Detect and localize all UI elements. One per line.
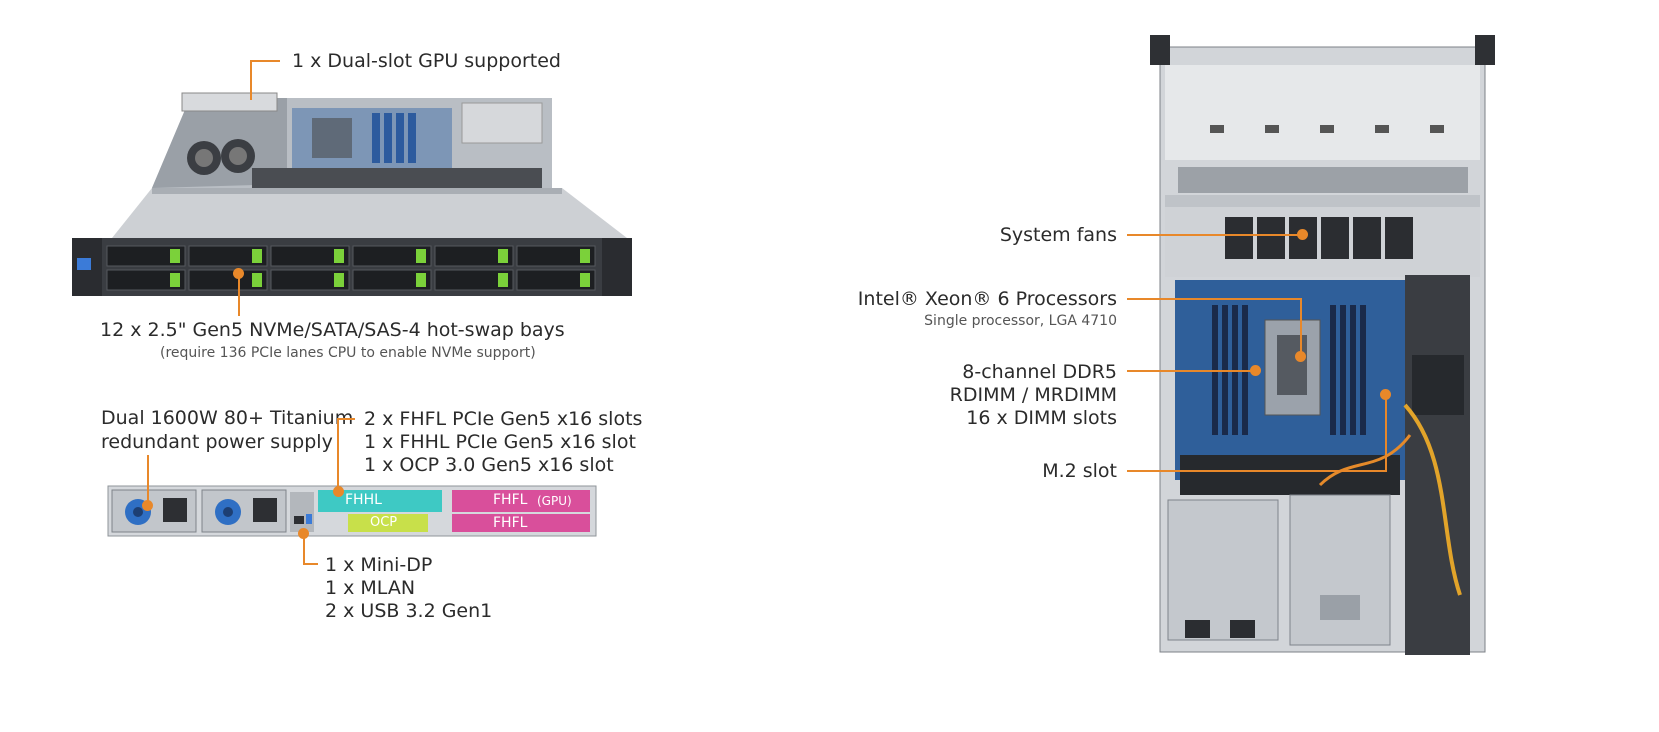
top-chassis-illustration [1150,35,1495,655]
ddr-dot [1250,365,1261,376]
io-label-line1: 1 x Mini-DP [325,554,433,576]
io-label-line2: 1 x MLAN [325,577,416,599]
drive-bays [106,245,596,291]
slots-dot [333,486,344,497]
cpu-note: Single processor, LGA 4710 [924,313,1117,329]
ddr-label-line1: 8-channel DDR5 [962,361,1117,383]
fans-leader [1127,234,1301,236]
m2-dot [1380,389,1391,400]
slots-leader-v [337,418,339,490]
cpu-label: Intel® Xeon® 6 Processors [857,288,1117,310]
slot-fhfl-tag: FHFL [493,515,528,531]
ddr-label-line3: 16 x DIMM slots [966,407,1117,429]
m2-leader-h [1127,470,1387,472]
gpu-leader-h [250,60,280,62]
bays-note: (require 136 PCIe lanes CPU to enable NV… [160,345,536,361]
cpu-leader-v [1300,298,1302,354]
slots-label-line1: 2 x FHFL PCIe Gen5 x16 slots [364,408,643,430]
slots-label-line2: 1 x FHHL PCIe Gen5 x16 slot [364,431,636,453]
fans-label: System fans [999,224,1117,246]
slots-label-line3: 1 x OCP 3.0 Gen5 x16 slot [364,454,614,476]
bays-leader [238,272,240,316]
psu-label-line1: Dual 1600W 80+ Titanium [101,407,354,429]
psu-leader [147,455,149,505]
gpu-label: 1 x Dual-slot GPU supported [292,50,561,72]
slot-gpu-tag: (GPU) [537,494,572,508]
cpu-dot [1295,351,1306,362]
ddr-leader [1127,370,1252,372]
slot-fhfl-gpu-tag: FHFL [493,492,528,508]
ddr-label-line2: RDIMM / MRDIMM [949,384,1117,406]
bays-label: 12 x 2.5" Gen5 NVMe/SATA/SAS-4 hot-swap … [100,319,565,341]
io-leader-h [303,563,318,565]
m2-label: M.2 slot [1042,460,1117,482]
slots-leader-h [337,418,355,420]
front-chassis-illustration [72,92,632,296]
psu-dot [142,500,153,511]
psu-label-line2: redundant power supply [101,431,333,453]
io-label-line3: 2 x USB 3.2 Gen1 [325,600,493,622]
fans-dot [1297,229,1308,240]
cpu-leader-h [1127,298,1302,300]
m2-leader-v [1385,396,1387,472]
io-leader-v [303,533,305,565]
slot-fhhl-tag: FHHL [345,492,382,508]
gpu-leader-v [250,60,252,100]
slot-ocp-tag: OCP [370,515,398,530]
